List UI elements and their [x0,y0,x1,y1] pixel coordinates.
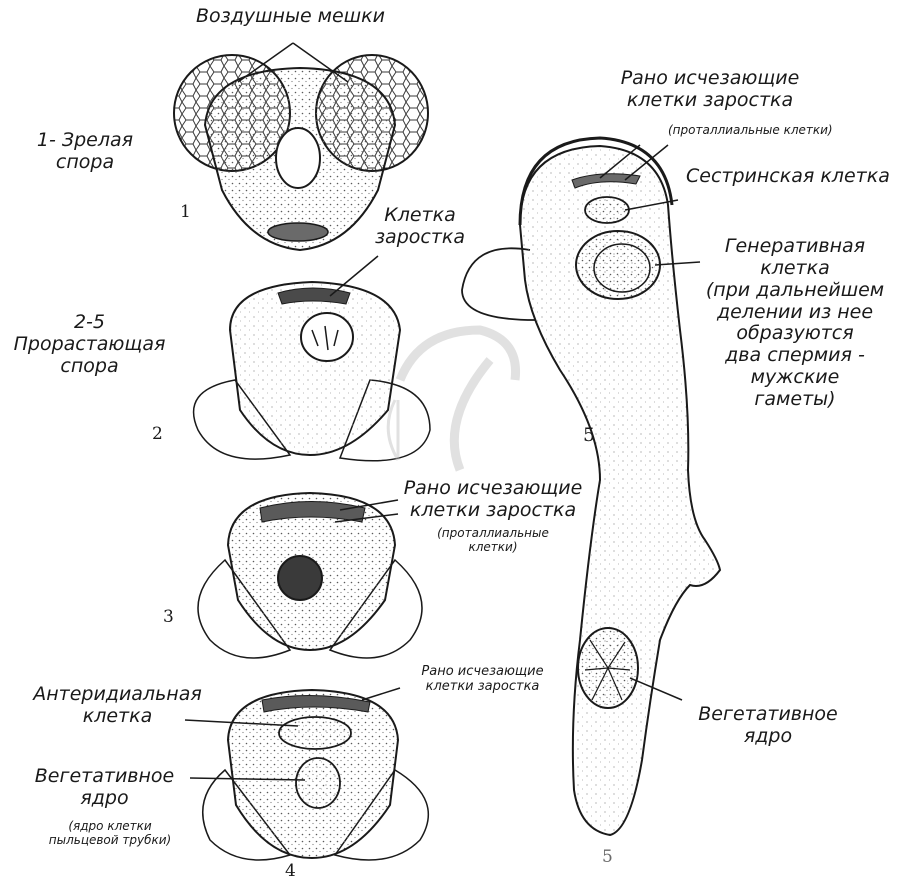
stage-4-vegetative-nucleus [296,758,340,808]
stage-3-nucleus [278,556,322,600]
label-vegetative-5-line1: Вегетативное [683,704,853,726]
label-generative-note-line4: два спермия - [700,345,890,367]
label-prothallium-cell-line1: Клетка [360,205,480,227]
label-mature-spore-line2: спора [15,152,155,174]
stage-5-generative-cell [576,231,660,299]
label-vegetative-4-line1: Вегетативное [22,766,187,788]
label-early-cells-3: Рано исчезающие клетки заростка [398,478,588,522]
stage-1-nucleus [276,128,320,188]
label-vegetative-4-line2: ядро [22,788,187,810]
label-germ-line2: Прорастающая [2,334,177,356]
label-early-cells-3-line1: Рано исчезающие [398,478,588,500]
label-sister-cell: Сестринская клетка [686,166,890,188]
label-generative-note-line2: делении из нее [700,302,890,324]
label-germinating-spore: 2-5 Прорастающая спора [2,312,177,378]
label-air-sacs: Воздушные мешки [196,6,385,28]
label-generative-line1: Генеративная [700,236,890,258]
stage-1-prothallial-cell [268,223,328,241]
label-top-early-line2: клетки заростка [610,90,810,112]
label-vegetative-note-line2: пыльцевой трубки) [30,834,190,848]
label-antheridial-cell: Антеридиальная клетка [30,684,205,728]
label-early-cells-4-line1: Рано исчезающие [400,665,565,680]
label-vegetative-4-note: (ядро клетки пыльцевой трубки) [30,820,190,848]
stage-number-1: 1 [180,203,191,223]
stage-number-5-bottom: 5 [602,848,613,868]
label-early-cells-4: Рано исчезающие клетки заростка [400,665,565,695]
label-mature-spore-line1: 1- Зрелая [15,130,155,152]
label-vegetative-nucleus-5: Вегетативное ядро [683,704,853,748]
label-antheridial-line2: клетка [30,706,205,728]
label-generative-note-line6: гаметы) [700,389,890,411]
label-vegetative-5-line2: ядро [683,726,853,748]
label-early-cells-4-line2: клетки заростка [400,680,565,695]
stage-5-sister-cell [585,197,629,223]
label-top-early-line1: Рано исчезающие [610,68,810,90]
label-prothallium-cell-line2: заростка [360,227,480,249]
label-top-early-cells: Рано исчезающие клетки заростка [610,68,810,112]
label-antheridial-line1: Антеридиальная [30,684,205,706]
label-early-cells-3-note-line1: (проталлиальные [408,527,578,541]
stage-number-4: 4 [285,862,296,882]
label-generative-line2: клетка [700,258,890,280]
label-vegetative-nucleus-4: Вегетативное ядро [22,766,187,810]
label-generative-cell: Генеративная клетка (при дальнейшем деле… [700,236,890,411]
label-early-cells-3-note: (проталлиальные клетки) [408,527,578,555]
stage-4-antheridial-cell [279,717,351,749]
stage-number-3: 3 [163,608,174,628]
label-germ-line1: 2-5 [2,312,177,334]
label-mature-spore: 1- Зрелая спора [15,130,155,174]
stage-4-spore [185,688,428,860]
pointer-early-cells-4 [362,688,400,700]
stage-number-2: 2 [152,425,163,445]
label-generative-note-line1: (при дальнейшем [700,280,890,302]
label-generative-note-line5: мужские [700,367,890,389]
label-top-early-note: (проталлиальные клетки) [668,124,833,138]
label-early-cells-3-line2: клетки заростка [398,500,588,522]
stage-3-spore [198,493,422,658]
stage-2-spore [194,256,430,461]
label-early-cells-3-note-line2: клетки) [408,541,578,555]
label-vegetative-note-line1: (ядро клетки [30,820,190,834]
label-germ-line3: спора [2,356,177,378]
stage-number-5: 5 [583,425,595,447]
label-prothallium-cell: Клетка заростка [360,205,480,249]
label-generative-note-line3: образуются [700,323,890,345]
